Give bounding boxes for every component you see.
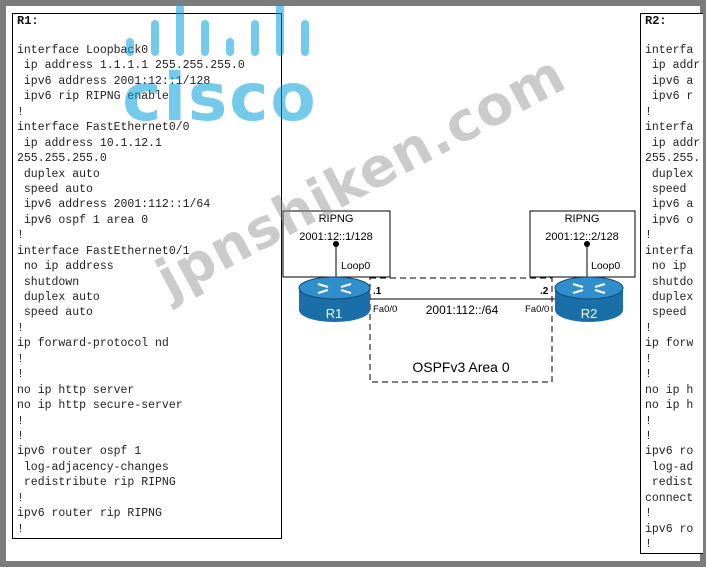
config-line: no ip address bbox=[17, 260, 114, 274]
config-line: interface FastEthernet0/1 bbox=[17, 244, 190, 258]
r2-loop0-label: Loop0 bbox=[591, 260, 620, 272]
config-line: interfa bbox=[645, 44, 694, 57]
r1-config-panel: R1: interface Loopback0 ip address 1.1.1… bbox=[12, 13, 282, 539]
config-line: speed bbox=[645, 182, 694, 196]
config-line: ipv6 o bbox=[645, 213, 694, 227]
r1-iface-label: Fa0/0 bbox=[373, 304, 397, 315]
config-line: ! bbox=[17, 352, 24, 366]
config-line: duplex auto bbox=[17, 291, 100, 304]
config-line: redist bbox=[645, 476, 694, 490]
config-line: no ip h bbox=[645, 399, 694, 413]
config-line: ! bbox=[17, 321, 24, 335]
config-line: ipv6 address 2001:112::1/64 bbox=[17, 198, 211, 212]
r2-ripng-box bbox=[529, 210, 636, 278]
config-line: 255.255.255.0 bbox=[17, 152, 107, 166]
config-line: duplex auto bbox=[17, 167, 100, 181]
r1-loop0-label: Loop0 bbox=[341, 260, 370, 272]
config-line: speed auto bbox=[17, 306, 93, 320]
config-line: ipv6 address 2001:12::1/128 bbox=[17, 74, 211, 88]
config-line: interface FastEthernet0/0 bbox=[17, 121, 190, 135]
config-line: ip addr bbox=[645, 59, 701, 73]
config-line: ip address 10.1.12.1 bbox=[17, 136, 162, 150]
config-line: ipv6 ospf 1 area 0 bbox=[17, 213, 149, 227]
config-line: ! bbox=[645, 429, 652, 443]
r2-ripng-label: RIPNG bbox=[565, 213, 600, 225]
config-line: ipv6 ro bbox=[645, 522, 694, 536]
config-line: ! bbox=[17, 491, 24, 505]
config-line: duplex bbox=[645, 167, 694, 181]
config-line: speed bbox=[645, 306, 694, 320]
config-line: ! bbox=[645, 507, 652, 521]
config-line: no ip http server bbox=[17, 383, 135, 397]
router-r2-icon bbox=[554, 276, 624, 322]
config-line: ipv6 r bbox=[645, 90, 694, 104]
cisco-logo: cisco bbox=[122, 4, 318, 127]
r2-loopback-dot bbox=[584, 241, 590, 247]
config-line: ip forward-protocol nd bbox=[17, 337, 169, 351]
ospf-area-label: OSPFv3 Area 0 bbox=[412, 359, 509, 375]
config-line: ! bbox=[17, 414, 24, 428]
config-line: redistribute rip RIPNG bbox=[17, 476, 176, 490]
r2-host-id: .2 bbox=[540, 286, 549, 297]
r1-config-title: R1: bbox=[17, 14, 39, 28]
ospf-area-box bbox=[369, 277, 553, 383]
r2-config-lines: interfa ip addr ipv6 a ipv6 r!interfa ip… bbox=[645, 43, 700, 552]
config-line: duplex bbox=[645, 291, 694, 304]
config-line: ipv6 a bbox=[645, 198, 694, 212]
cisco-logo-text: cisco bbox=[122, 59, 318, 127]
config-line: ! bbox=[645, 538, 652, 551]
config-line: shutdown bbox=[17, 275, 80, 289]
router-r1-icon bbox=[298, 276, 371, 322]
r1-loopback-dot bbox=[333, 241, 339, 247]
r2-iface-label: Fa0/0 bbox=[525, 304, 549, 315]
config-line: ! bbox=[17, 105, 24, 119]
config-line: no ip h bbox=[645, 383, 694, 397]
r1-loopback-addr: 2001:12::1/128 bbox=[299, 231, 372, 243]
config-line: no ip bbox=[645, 260, 694, 274]
config-line: ! bbox=[17, 368, 24, 382]
r1-host-id: .1 bbox=[373, 286, 382, 297]
config-line: speed auto bbox=[17, 182, 93, 196]
config-line: ! bbox=[17, 522, 24, 536]
r2-loopback-addr: 2001:12::2/128 bbox=[545, 231, 618, 243]
config-line: ip forw bbox=[645, 337, 694, 351]
config-line: ! bbox=[17, 429, 24, 443]
link-subnet-label: 2001:112::/64 bbox=[426, 303, 499, 317]
router-r2-name: R2 bbox=[581, 306, 598, 321]
config-line: log-ad bbox=[645, 460, 694, 474]
config-line: connect bbox=[645, 491, 694, 505]
config-line: ! bbox=[645, 368, 652, 382]
config-line: ipv6 router rip RIPNG bbox=[17, 507, 162, 521]
config-line: ! bbox=[645, 352, 652, 366]
config-line: ipv6 router ospf 1 bbox=[17, 445, 142, 459]
config-line: ip addr bbox=[645, 136, 701, 150]
config-line: ! bbox=[645, 321, 652, 335]
config-line: interfa bbox=[645, 121, 694, 135]
r1-ripng-label: RIPNG bbox=[319, 213, 354, 225]
config-line: no ip http secure-server bbox=[17, 399, 183, 413]
config-line: shutdo bbox=[645, 275, 694, 289]
config-line: log-adjacency-changes bbox=[17, 460, 169, 474]
r1-config-lines: interface Loopback0 ip address 1.1.1.1 2… bbox=[17, 43, 245, 537]
config-line: ! bbox=[645, 414, 652, 428]
r2-config-title: R2: bbox=[645, 14, 667, 28]
config-line: ! bbox=[645, 229, 652, 243]
config-line: ipv6 rip RIPNG enable bbox=[17, 90, 169, 104]
config-line: ! bbox=[17, 229, 24, 243]
router-r1-name: R1 bbox=[326, 306, 343, 321]
config-line: ! bbox=[645, 105, 652, 119]
r2-config-panel: R2: interfa ip addr ipv6 a ipv6 r!interf… bbox=[640, 13, 703, 554]
config-line: interfa bbox=[645, 244, 694, 258]
config-line: ip address 1.1.1.1 255.255.255.0 bbox=[17, 59, 245, 73]
config-line: 255.255. bbox=[645, 152, 701, 166]
config-line: ipv6 ro bbox=[645, 445, 694, 459]
config-line: ipv6 a bbox=[645, 74, 694, 88]
